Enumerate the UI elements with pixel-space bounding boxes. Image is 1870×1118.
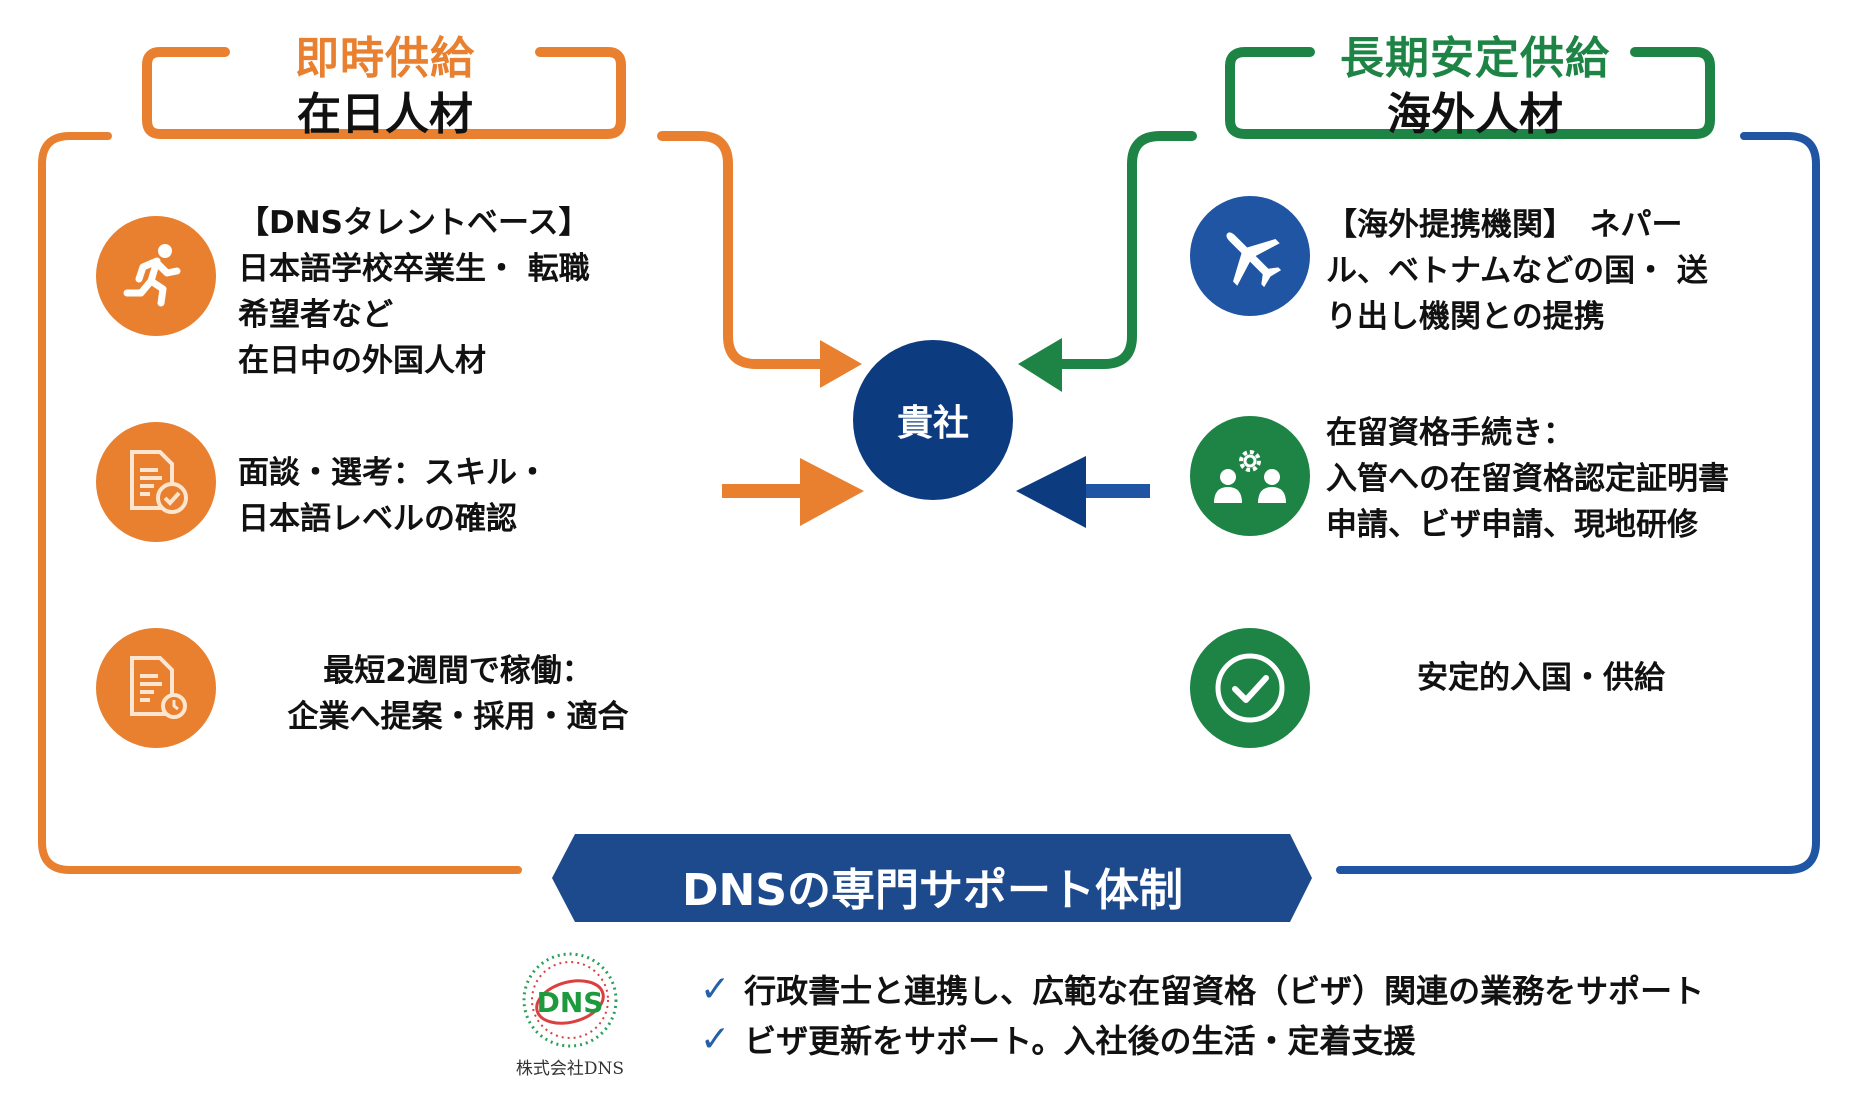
support-point-text: ビザ更新をサポート。入社後の生活・定着支援 [744, 1022, 1416, 1060]
text-line: り出し機関との提携 [1326, 299, 1605, 335]
right-accent-title: 長期安定供給 [1340, 33, 1610, 84]
your-company-node: 貴社 [853, 340, 1013, 500]
text-line: 日本語レベルの確認 [238, 501, 517, 537]
right-lower-arrowhead [1016, 456, 1086, 528]
text-line: 面談・選考：スキル・ [238, 455, 548, 491]
text-line: ル、ベトナムなどの国・ 送 [1326, 253, 1708, 289]
logo-mark: DNS [537, 986, 604, 1019]
text-line: 企業へ提案・採用・適合 [287, 699, 629, 735]
left-item-3-text: 最短2週間で稼働： 企業へ提案・採用・適合 [238, 648, 678, 740]
check-circle-icon [1190, 628, 1310, 748]
support-point: ✓ 行政書士と連携し、広範な在留資格（ビザ）関連の業務をサポート [700, 966, 1704, 1012]
team-gear-icon [1190, 416, 1310, 536]
left-header-bracket [142, 47, 626, 139]
left-upper-arrowhead [820, 340, 862, 388]
document-clock-icon [96, 628, 216, 748]
checkmark-icon: ✓ [700, 1018, 731, 1060]
left-main-title: 在日人材 [297, 89, 473, 140]
text-line: 最短2週間で稼働： [323, 653, 593, 689]
left-lower-arrowhead [800, 458, 864, 526]
support-point: ✓ ビザ更新をサポート。入社後の生活・定着支援 [700, 1016, 1416, 1062]
right-item-1-text: 【海外提携機関】 ネパー ル、ベトナムなどの国・ 送 り出し機関との提携 [1326, 202, 1708, 340]
support-point-text: 行政書士と連携し、広範な在留資格（ビザ）関連の業務をサポート [744, 972, 1705, 1010]
right-upper-connector [1053, 131, 1197, 369]
text-line: 在留資格手続き： [1326, 415, 1574, 451]
left-item-2-text: 面談・選考：スキル・ 日本語レベルの確認 [238, 450, 548, 542]
airplane-icon [1190, 196, 1310, 316]
text-line: 入管への在留資格認定証明書 [1326, 461, 1729, 497]
right-header-bracket [1225, 47, 1715, 139]
text-line: 安定的入国・供給 [1417, 660, 1665, 696]
document-check-icon [96, 422, 216, 542]
right-lower-arrow-shaft [1080, 484, 1150, 498]
right-item-2-text: 在留資格手続き： 入管への在留資格認定証明書 申請、ビザ申請、現地研修 [1326, 410, 1729, 548]
dns-logo: DNS [518, 948, 622, 1052]
runner-icon [96, 216, 216, 336]
left-lower-arrow-shaft [722, 484, 802, 498]
right-item-3-text: 安定的入国・供給 [1326, 655, 1756, 701]
left-accent-title: 即時供給 [295, 33, 475, 84]
left-outer-frame [38, 132, 522, 874]
support-banner-title: DNSの専門サポート体制 [681, 865, 1184, 916]
text-line: 希望者など [238, 297, 393, 333]
right-upper-arrowhead [1018, 338, 1062, 392]
text-line: 申請、ビザ申請、現地研修 [1326, 507, 1698, 543]
text-line: 日本語学校卒業生・ 転職 [238, 251, 590, 287]
checkmark-icon: ✓ [700, 968, 731, 1010]
text-line: 【海外提携機関】 ネパー [1326, 207, 1683, 243]
right-outer-frame [1336, 132, 1820, 874]
text-line: 在日中の外国人材 [238, 343, 486, 379]
left-upper-connector [657, 131, 827, 369]
left-item-1-text: 【DNSタレントベース】 日本語学校卒業生・ 転職 希望者など 在日中の外国人材 [238, 200, 590, 384]
right-main-title: 海外人材 [1387, 89, 1563, 140]
logo-caption: 株式会社DNS [515, 1059, 625, 1079]
text-line: 【DNSタレントベース】 [238, 205, 590, 241]
support-banner-shape [552, 834, 1312, 922]
